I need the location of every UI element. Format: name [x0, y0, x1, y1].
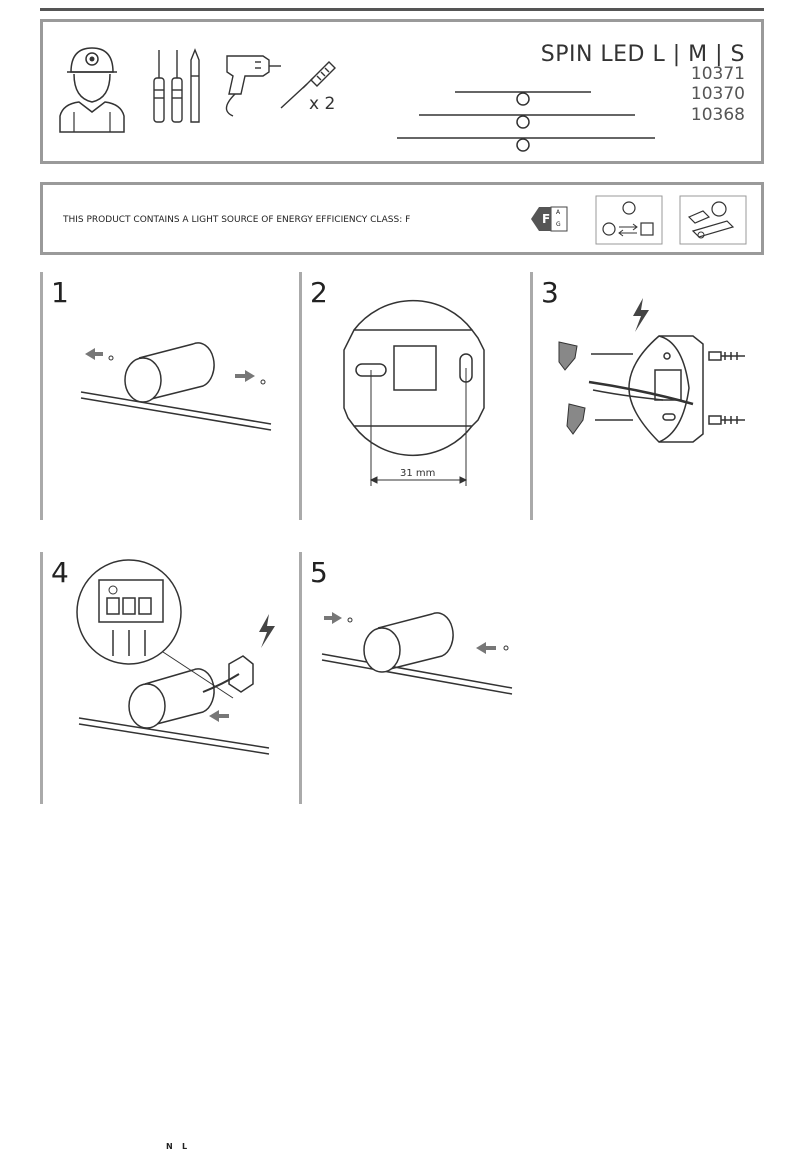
step-2-mounting-plate [343, 299, 485, 486]
terminal-l-label: L [182, 1142, 188, 1151]
step-1-number: 1 [51, 276, 69, 309]
professional-replacement-icon [679, 195, 747, 245]
step-3-illustration [558, 298, 745, 443]
step-5-illustration [321, 612, 513, 695]
step-5-panel: 5 [299, 552, 552, 804]
step-3-power-off-icon [633, 298, 649, 332]
step-1-illustration [80, 342, 272, 431]
step-2-dimension: 31 mm [400, 468, 436, 479]
step-1-panel: 1 [40, 272, 293, 520]
step-4-power-icon [259, 614, 275, 648]
step-4-number: 4 [51, 556, 69, 589]
energy-box: THIS PRODUCT CONTAINS A LIGHT SOURCE OF … [40, 182, 764, 255]
step-2-number: 2 [310, 276, 328, 309]
drill-icon [225, 55, 281, 117]
step-4-panel: 4 N L [40, 552, 293, 1151]
screw-and-plug-icon [280, 61, 336, 109]
product-title: SPIN LED L | M | S [540, 42, 745, 67]
step-5-number: 5 [310, 556, 328, 589]
terminal-n-label: N [166, 1142, 173, 1151]
step-3-number: 3 [541, 276, 559, 309]
energy-scale-top: A [556, 209, 561, 216]
lamp-size-lines [397, 91, 655, 152]
energy-class-text: THIS PRODUCT CONTAINS A LIGHT SOURCE OF … [63, 215, 411, 225]
replaceable-light-source-icon [595, 195, 663, 245]
energy-class-letter: F [542, 212, 551, 226]
product-code-l: 10371 [690, 64, 745, 84]
product-code-s: 10368 [690, 105, 745, 125]
energy-scale-bottom: G [556, 221, 561, 228]
installer-person-icon [59, 47, 125, 133]
top-rule [40, 8, 764, 11]
product-code-m: 10370 [690, 84, 745, 104]
screwdrivers-icon [153, 48, 200, 123]
step-4-illustration [76, 559, 275, 755]
screw-quantity: x 2 [309, 94, 336, 114]
header-box: x 2 SPIN LED L | M | S 10371 10370 10368 [40, 19, 764, 164]
step-2-panel: 2 31 mm [299, 272, 527, 520]
energy-label-icon [531, 206, 568, 232]
step-3-panel: 3 [530, 272, 767, 520]
